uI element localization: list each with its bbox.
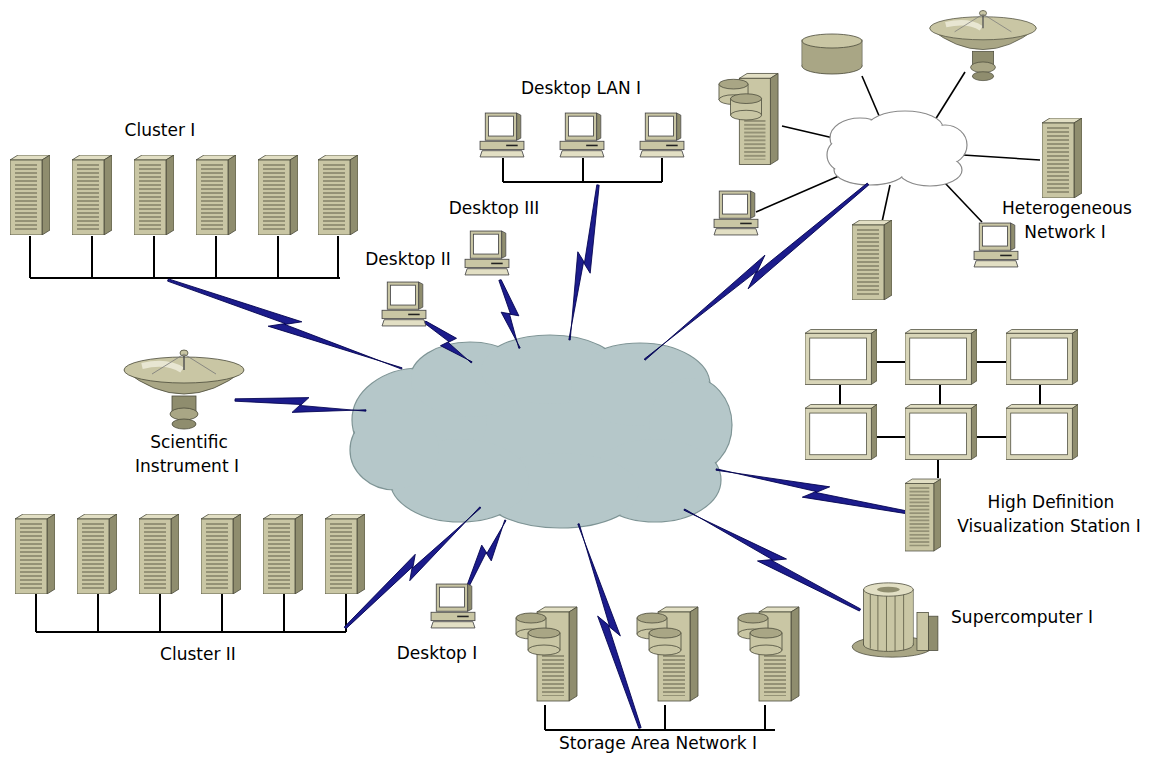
srv-icon — [134, 155, 174, 235]
group-label: Heterogeneous Network I — [991, 196, 1141, 244]
group-label: Scientific Instrument I — [123, 430, 253, 478]
super-icon — [852, 583, 938, 657]
internet-cloud — [350, 335, 732, 528]
lightning-link — [562, 184, 606, 342]
stor-icon — [516, 607, 577, 701]
label-text: Heterogeneous Network I — [1000, 198, 1132, 242]
group-label: High Definition Visualization Station I — [941, 490, 1159, 538]
desk-icon — [714, 191, 758, 235]
srv-icon — [72, 155, 112, 235]
desk-icon — [560, 113, 604, 157]
db-icon — [802, 34, 862, 74]
network-links — [756, 72, 1040, 222]
label-text: Desktop III — [447, 198, 542, 218]
desk-icon — [382, 282, 426, 326]
lightning-link — [420, 316, 477, 368]
label-text: Desktop LAN I — [519, 78, 643, 98]
lightning-link — [461, 516, 512, 590]
srv-icon — [905, 479, 941, 551]
lightning-link — [714, 462, 917, 522]
group-label: Cluster II — [118, 642, 278, 666]
label-text: Scientific Instrument I — [135, 432, 241, 476]
lightning-link — [570, 522, 647, 731]
panel-icon — [1006, 405, 1078, 460]
devices — [10, 11, 1082, 701]
srv-icon — [196, 155, 236, 235]
srv-icon — [77, 514, 117, 594]
label-text: Cluster I — [123, 120, 198, 140]
lightning-link — [234, 392, 366, 418]
srv-icon — [318, 155, 358, 235]
network-cloud — [827, 111, 967, 186]
panel-icon — [905, 330, 977, 385]
desk-icon — [465, 231, 509, 275]
group-label: Cluster I — [60, 118, 260, 142]
lightning-link — [680, 503, 864, 617]
label-text: Desktop II — [363, 249, 453, 269]
srv-icon — [852, 220, 892, 300]
desk-icon — [480, 113, 524, 157]
srv-icon — [263, 514, 303, 594]
lightning-link — [492, 278, 527, 351]
srv-icon — [15, 514, 55, 594]
stor-icon — [719, 73, 778, 164]
dish-icon — [124, 350, 244, 429]
group-label: Desktop I — [377, 641, 497, 665]
dish-icon — [930, 11, 1036, 81]
desk-icon — [974, 223, 1018, 267]
srv-icon — [139, 514, 179, 594]
label-text: Storage Area Network I — [557, 733, 759, 753]
group-label: Desktop LAN I — [481, 76, 681, 100]
wireless-links — [165, 178, 918, 731]
group-label: Supercomputer I — [937, 605, 1107, 629]
srv-icon — [201, 514, 241, 594]
label-text: Cluster II — [158, 644, 238, 664]
panel-icon — [905, 405, 977, 460]
desk-icon — [640, 113, 684, 157]
lan-wires — [30, 158, 1040, 730]
group-label: Desktop II — [348, 247, 468, 271]
srv-icon — [10, 155, 50, 235]
panel-icon — [805, 330, 877, 385]
stor-icon — [637, 607, 698, 701]
stor-icon — [738, 607, 799, 701]
group-label: Storage Area Network I — [528, 731, 788, 755]
panel-icon — [805, 405, 877, 460]
label-text: High Definition Visualization Station I — [957, 492, 1143, 536]
label-text: Supercomputer I — [949, 607, 1095, 627]
label-text: Desktop I — [395, 643, 480, 663]
group-label: Desktop III — [424, 196, 564, 220]
desk-icon — [431, 584, 475, 628]
srv-icon — [258, 155, 298, 235]
srv-icon — [325, 514, 365, 594]
srv-icon — [1042, 118, 1082, 198]
panel-icon — [1006, 330, 1078, 385]
